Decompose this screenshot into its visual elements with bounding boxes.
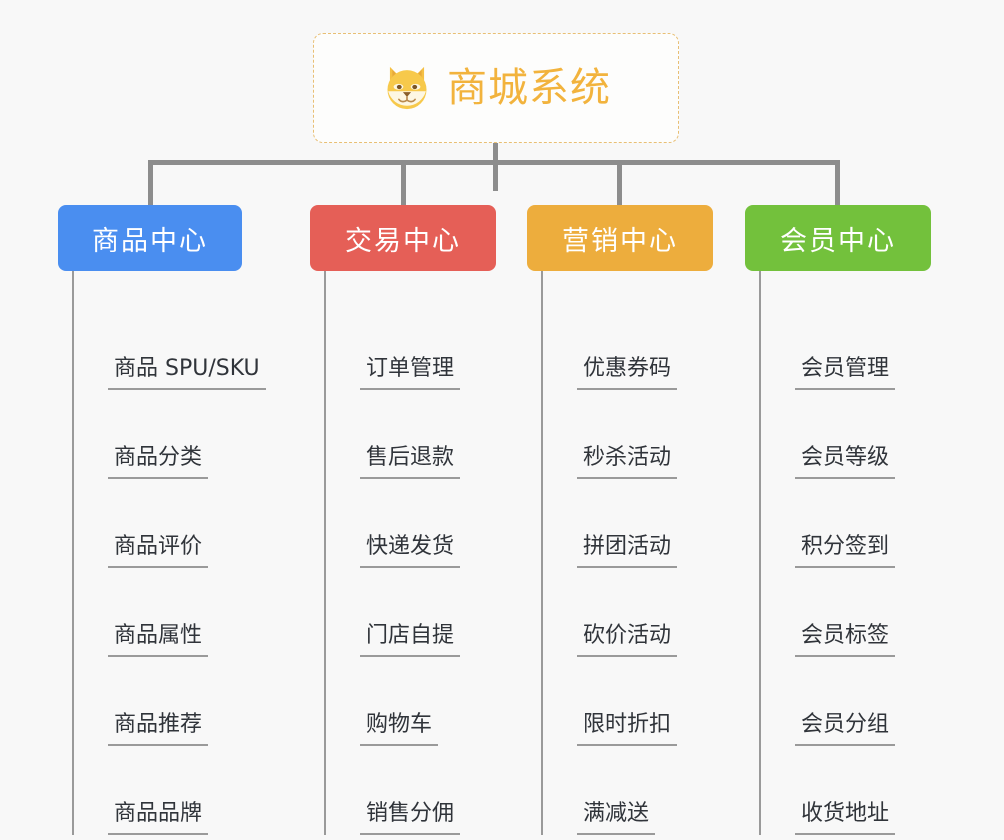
leaf-label: 限时折扣 (577, 712, 678, 746)
leaf-label: 商品品牌 (108, 801, 209, 835)
leaf-label: 商品评价 (108, 534, 209, 568)
shiba-dog-face-icon (387, 66, 427, 110)
list-item[interactable]: 优惠券码 (543, 301, 732, 390)
leaf-label: 积分签到 (795, 534, 896, 568)
leaf-label: 收货地址 (795, 801, 896, 835)
list-item[interactable]: 门店自提 (326, 568, 520, 657)
leaf-label: 会员分组 (795, 712, 896, 746)
category-header-trade[interactable]: 交易中心 (310, 205, 496, 271)
leaf-label: 售后退款 (360, 445, 461, 479)
category-column-trade: 交易中心 订单管理 售后退款 快递发货 门店自提 购物车 销售分佣 (310, 205, 520, 835)
list-item[interactable]: 商品 SPU/SKU (74, 301, 293, 390)
category-column-marketing: 营销中心 优惠券码 秒杀活动 拼团活动 砍价活动 限时折扣 满减送 (527, 205, 732, 835)
leaf-label: 会员管理 (795, 356, 896, 390)
list-item[interactable]: 购物车 (326, 657, 520, 746)
leaf-label: 会员标签 (795, 623, 896, 657)
list-item[interactable]: 积分签到 (761, 479, 945, 568)
leaf-label: 满减送 (577, 801, 656, 835)
root-node-shopping-mall-system[interactable]: 商城系统 (313, 33, 679, 143)
list-item[interactable]: 商品品牌 (74, 746, 293, 835)
list-item[interactable]: 订单管理 (326, 301, 520, 390)
category-header-marketing[interactable]: 营销中心 (527, 205, 713, 271)
leaf-label: 秒杀活动 (577, 445, 678, 479)
leaf-label: 优惠券码 (577, 356, 678, 390)
leaf-list-product: 商品 SPU/SKU 商品分类 商品评价 商品属性 商品推荐 商品品牌 (72, 271, 293, 835)
leaf-label: 购物车 (360, 712, 439, 746)
list-item[interactable]: 商品属性 (74, 568, 293, 657)
leaf-label: 会员等级 (795, 445, 896, 479)
leaf-label: 拼团活动 (577, 534, 678, 568)
connector-drop-4 (835, 160, 840, 208)
leaf-list-trade: 订单管理 售后退款 快递发货 门店自提 购物车 销售分佣 (324, 271, 520, 835)
category-header-product[interactable]: 商品中心 (58, 205, 242, 271)
list-item[interactable]: 会员等级 (761, 390, 945, 479)
connector-drop-2 (401, 160, 406, 208)
leaf-label: 商品属性 (108, 623, 209, 657)
leaf-label: 销售分佣 (360, 801, 461, 835)
list-item[interactable]: 秒杀活动 (543, 390, 732, 479)
connector-horizontal-bus (148, 160, 835, 165)
connector-drop-3 (617, 160, 622, 208)
leaf-label: 砍价活动 (577, 623, 678, 657)
leaf-label: 订单管理 (360, 356, 461, 390)
category-column-member: 会员中心 会员管理 会员等级 积分签到 会员标签 会员分组 收货地址 (745, 205, 945, 835)
list-item[interactable]: 会员分组 (761, 657, 945, 746)
connector-root-stem (493, 143, 498, 191)
leaf-label: 商品推荐 (108, 712, 209, 746)
list-item[interactable]: 拼团活动 (543, 479, 732, 568)
category-column-product: 商品中心 商品 SPU/SKU 商品分类 商品评价 商品属性 商品推荐 商品品牌 (58, 205, 293, 835)
connector-drop-1 (148, 160, 153, 208)
list-item[interactable]: 售后退款 (326, 390, 520, 479)
leaf-label: 商品分类 (108, 445, 209, 479)
list-item[interactable]: 砍价活动 (543, 568, 732, 657)
list-item[interactable]: 销售分佣 (326, 746, 520, 835)
list-item[interactable]: 收货地址 (761, 746, 945, 835)
list-item[interactable]: 满减送 (543, 746, 732, 835)
list-item[interactable]: 商品推荐 (74, 657, 293, 746)
category-header-member[interactable]: 会员中心 (745, 205, 931, 271)
list-item[interactable]: 限时折扣 (543, 657, 732, 746)
leaf-label: 快递发货 (360, 534, 461, 568)
root-title: 商城系统 (447, 65, 611, 111)
leaf-list-member: 会员管理 会员等级 积分签到 会员标签 会员分组 收货地址 (759, 271, 945, 835)
list-item[interactable]: 会员标签 (761, 568, 945, 657)
list-item[interactable]: 快递发货 (326, 479, 520, 568)
leaf-label: 门店自提 (360, 623, 461, 657)
leaf-label: 商品 SPU/SKU (108, 356, 266, 390)
list-item[interactable]: 会员管理 (761, 301, 945, 390)
list-item[interactable]: 商品评价 (74, 479, 293, 568)
leaf-list-marketing: 优惠券码 秒杀活动 拼团活动 砍价活动 限时折扣 满减送 (541, 271, 732, 835)
list-item[interactable]: 商品分类 (74, 390, 293, 479)
